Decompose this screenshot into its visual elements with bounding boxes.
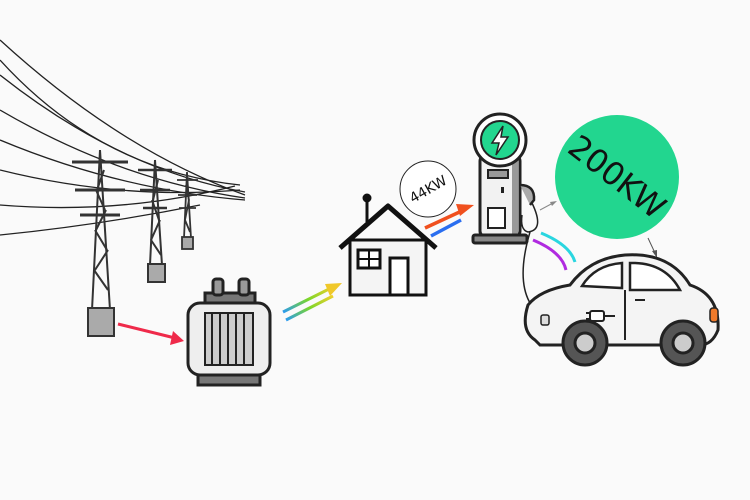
electric-car bbox=[523, 253, 720, 367]
arrow-house-to-charger bbox=[424, 204, 474, 238]
charger-power-badge: 200KW bbox=[555, 115, 679, 239]
charging-cable-lines bbox=[532, 231, 577, 271]
house bbox=[338, 193, 438, 297]
pointer-arrow bbox=[539, 201, 657, 258]
arrow-pylon-to-transformer bbox=[117, 322, 184, 345]
house-power-badge: 44KW bbox=[399, 160, 457, 218]
lightning-bolt-icon bbox=[490, 125, 510, 156]
transformer bbox=[186, 277, 272, 387]
arrow-transformer-to-house bbox=[282, 283, 342, 322]
power-pylon-small bbox=[177, 171, 198, 250]
ev-charger bbox=[471, 112, 539, 245]
power-pylon-medium bbox=[138, 159, 172, 283]
power-pylon-large bbox=[72, 149, 128, 337]
power-lines bbox=[0, 39, 246, 236]
charging-port-icon bbox=[586, 310, 615, 322]
